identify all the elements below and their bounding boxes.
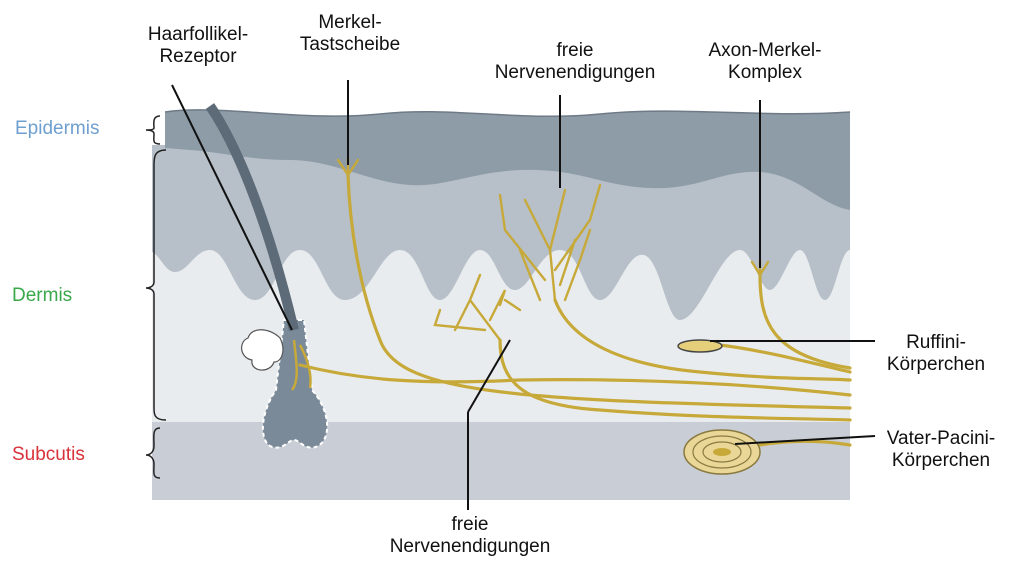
merkel-disc-label: Merkel-Tastscheibe <box>290 12 410 56</box>
ruffini-label: Ruffini-Körperchen <box>880 332 992 376</box>
pacini-corpuscle <box>684 430 760 474</box>
hair-follicle-label: Haarfollikel-Rezeptor <box>128 24 268 68</box>
subcutis-label: Subcutis <box>12 444 85 466</box>
pacini-label: Vater-Pacini-Körperchen <box>875 428 1007 472</box>
pacini-core <box>713 448 731 456</box>
axon-merkel-label: Axon-Merkel-Komplex <box>690 40 840 84</box>
epidermis-bracket <box>146 116 160 144</box>
dermis-label: Dermis <box>12 285 72 307</box>
epidermis-label: Epidermis <box>15 118 99 140</box>
